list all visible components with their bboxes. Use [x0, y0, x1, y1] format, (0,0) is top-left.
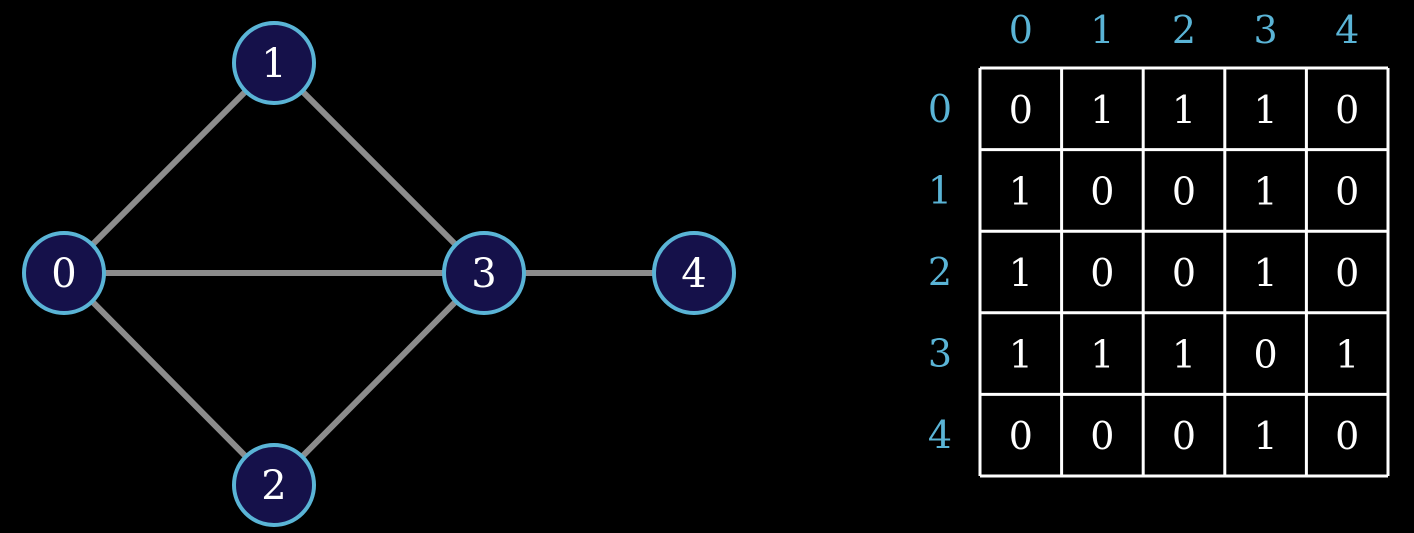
- node-circle: [232, 443, 316, 527]
- matrix-row-label: 1: [928, 168, 952, 212]
- graph-node-4: 4: [652, 231, 736, 315]
- matrix-cell: 1: [1254, 251, 1278, 295]
- graph-edge-0-2: [61, 270, 277, 488]
- matrix-column-label: 0: [1009, 8, 1033, 52]
- matrix-cell: 1: [1254, 88, 1278, 132]
- matrix-cell: 0: [1090, 251, 1114, 295]
- matrix-column-label: 3: [1254, 8, 1278, 52]
- matrix-cell: 0: [1335, 88, 1359, 132]
- matrix-cell: 0: [1009, 414, 1033, 458]
- matrix-cell: 1: [1009, 333, 1033, 377]
- matrix-cell: 1: [1090, 88, 1114, 132]
- matrix-row-label: 2: [928, 250, 952, 294]
- matrix-column-label: 4: [1335, 8, 1359, 52]
- adjacency-matrix: 0 1 2 3 4 0 1 2 3 4 0 1 1 1 0 1 0 0 1 0 1 0 0 1 0 1 1 1 0 1 0 0 0 1 0: [928, 8, 1390, 478]
- matrix-cell: 0: [1009, 88, 1033, 132]
- matrix-cell: 0: [1090, 169, 1114, 213]
- matrix-row-label: 4: [928, 413, 952, 457]
- node-circle: [652, 231, 736, 315]
- matrix-cell: 0: [1335, 414, 1359, 458]
- matrix-cell: 0: [1172, 414, 1196, 458]
- node-label: 0: [51, 251, 76, 297]
- graph-node-2: 2: [232, 443, 316, 527]
- node-circle: [442, 231, 526, 315]
- matrix-cell: 1: [1254, 414, 1278, 458]
- matrix-cell: 1: [1254, 169, 1278, 213]
- graph-nodes: 0 1 2 3 4: [22, 21, 736, 527]
- graph-node-3: 3: [442, 231, 526, 315]
- matrix-cell: 0: [1172, 169, 1196, 213]
- node-label: 4: [681, 251, 706, 297]
- graph-node-1: 1: [232, 21, 316, 105]
- matrix-cell: 0: [1172, 251, 1196, 295]
- matrix-cell: 1: [1009, 251, 1033, 295]
- matrix-cell: 0: [1335, 251, 1359, 295]
- graph-edge-1-3: [271, 60, 487, 276]
- node-label: 2: [261, 463, 286, 509]
- matrix-cell: 0: [1254, 333, 1278, 377]
- matrix-grid: [978, 66, 1390, 478]
- node-circle: [22, 231, 106, 315]
- matrix-cell: 0: [1090, 414, 1114, 458]
- graph-edges: [61, 60, 697, 488]
- matrix-cell: 1: [1090, 333, 1114, 377]
- matrix-cell: 1: [1335, 333, 1359, 377]
- node-label: 3: [471, 251, 496, 297]
- matrix-row-label: 3: [928, 332, 952, 376]
- matrix-cell: 0: [1335, 169, 1359, 213]
- node-circle: [232, 21, 316, 105]
- matrix-column-label: 2: [1172, 8, 1196, 52]
- graph-edge-0-1: [61, 60, 277, 276]
- matrix-cell: 1: [1009, 169, 1033, 213]
- matrix-column-label: 1: [1090, 8, 1114, 52]
- graph-edge-2-3: [271, 270, 487, 488]
- matrix-row-label: 0: [928, 87, 952, 131]
- node-label: 1: [261, 41, 286, 87]
- matrix-cell: 1: [1172, 333, 1196, 377]
- matrix-cell: 1: [1172, 88, 1196, 132]
- graph-node-0: 0: [22, 231, 106, 315]
